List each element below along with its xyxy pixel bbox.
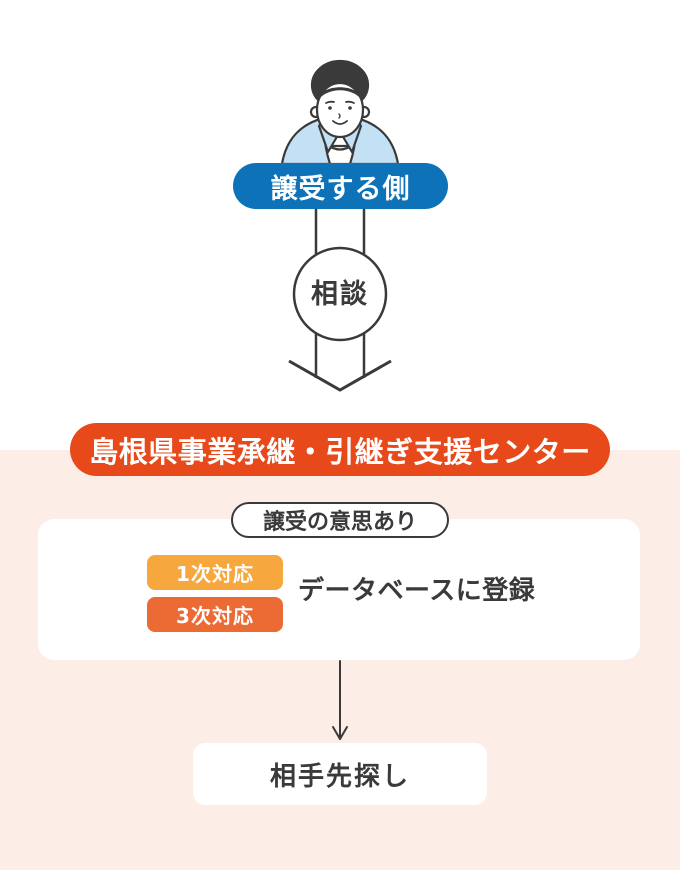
actor-pill: 譲受する側 xyxy=(233,163,448,209)
support-center-banner-label: 島根県事業承継・引継ぎ支援センター xyxy=(89,434,591,469)
intent-card xyxy=(38,519,640,660)
person-icon xyxy=(280,59,400,164)
badge-tertiary-response-label: 3次対応 xyxy=(176,604,254,628)
badge-primary-response-label: 1次対応 xyxy=(176,562,254,586)
consult-circle xyxy=(292,246,388,342)
partner-search-box: 相手先探し xyxy=(193,743,487,805)
intent-condition-pill: 譲受の意思あり xyxy=(230,502,450,538)
badge-tertiary-response: 3次対応 xyxy=(147,597,283,632)
intent-condition-label: 譲受の意思あり xyxy=(262,510,418,535)
database-registration-label: データベースに登録 xyxy=(298,576,536,606)
flow-arrow-icon: 相談 xyxy=(288,209,392,392)
support-center-banner: 島根県事業承継・引継ぎ支援センター xyxy=(70,423,610,476)
actor-pill-label: 譲受する側 xyxy=(270,173,411,205)
consult-label: 相談 xyxy=(311,278,369,310)
partner-search-label: 相手先探し xyxy=(269,761,410,792)
down-arrow-icon xyxy=(332,660,348,740)
badge-primary-response: 1次対応 xyxy=(147,555,283,590)
